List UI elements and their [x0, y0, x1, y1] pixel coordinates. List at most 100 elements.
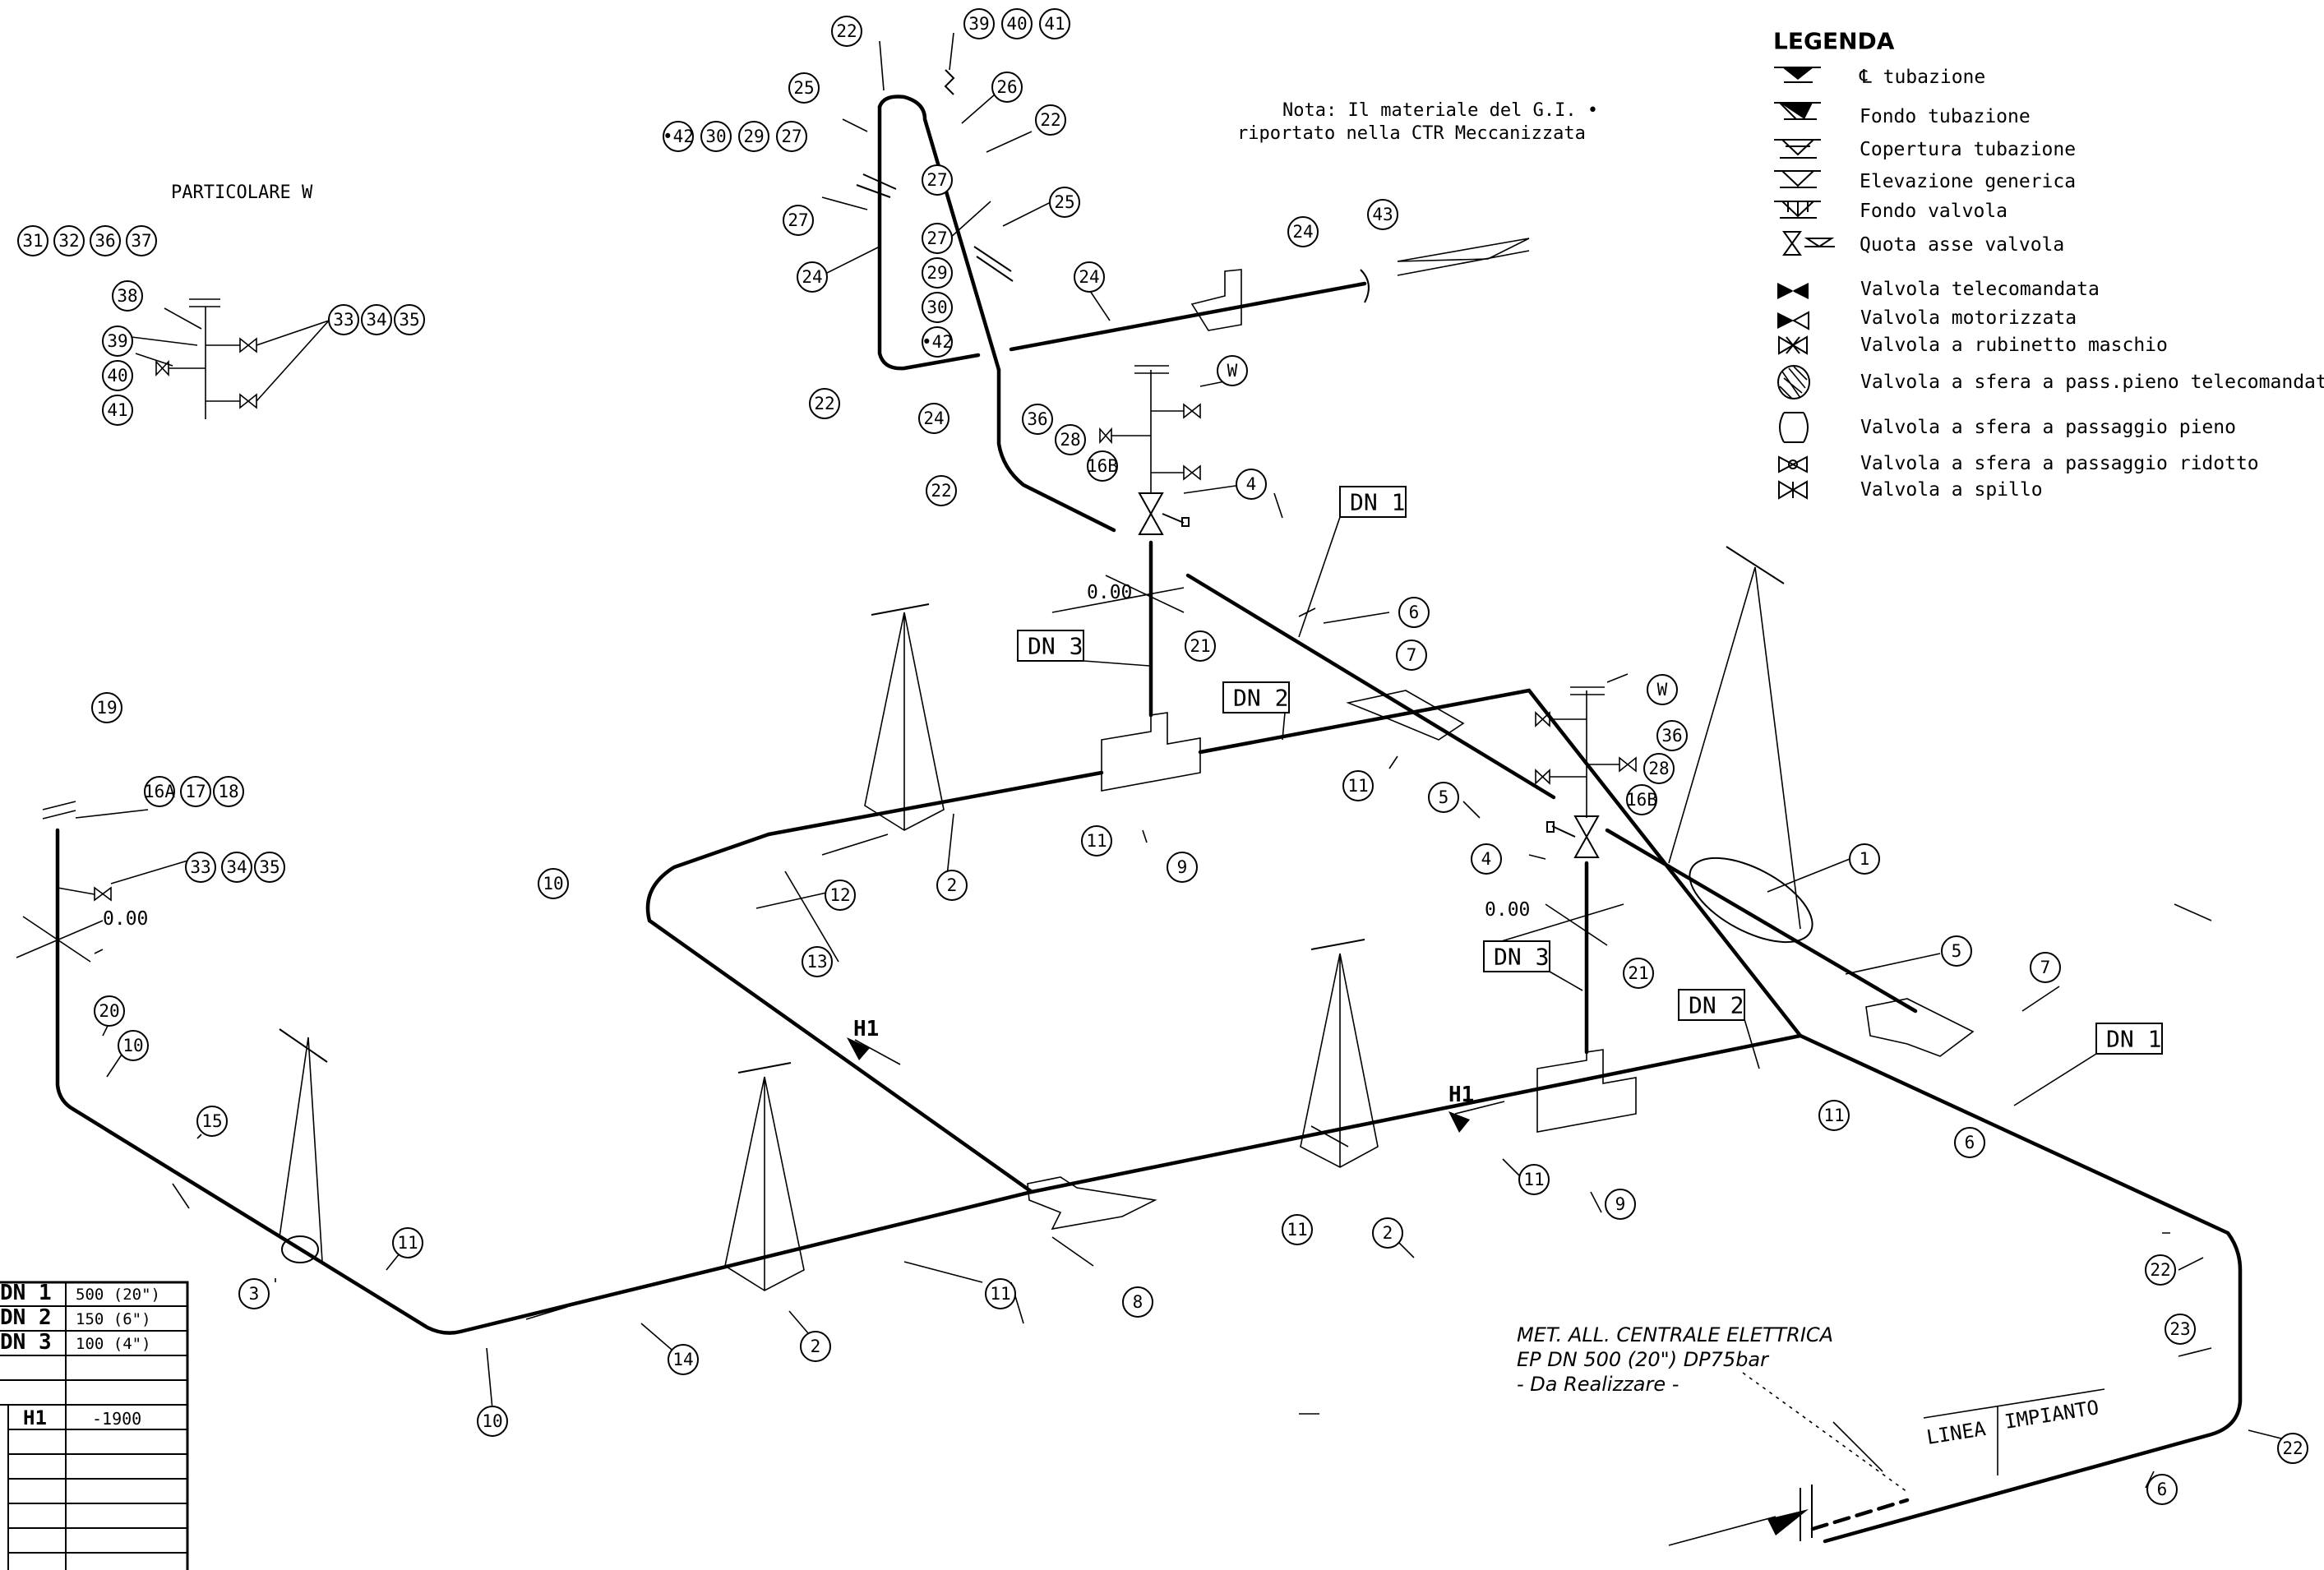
svg-text:Valvola a sfera a pass.pieno t: Valvola a sfera a pass.pieno telecomanda… — [1860, 372, 2324, 393]
svg-text:22: 22 — [2150, 1260, 2170, 1280]
bubble-42-a: •42 — [663, 121, 694, 152]
svg-text:30: 30 — [926, 298, 947, 317]
svg-text:DN 3: DN 3 — [1494, 944, 1549, 971]
svg-text:22: 22 — [836, 21, 857, 41]
svg-text:11: 11 — [990, 1284, 1010, 1304]
svg-text:11: 11 — [1523, 1170, 1544, 1189]
svg-text:34: 34 — [226, 857, 247, 877]
main-pipeline — [55, 95, 2243, 1546]
bubble-30-b: 30 — [922, 292, 953, 323]
bubble-29-a: 29 — [738, 121, 769, 152]
bubble-11-c: 11 — [1818, 1100, 1850, 1131]
svg-text:43: 43 — [1372, 205, 1393, 224]
bubble-1: 1 — [1849, 843, 1880, 875]
bubble-5-a: 5 — [1428, 782, 1459, 813]
svg-text:Valvola motorizzata: Valvola motorizzata — [1860, 307, 2077, 329]
bubble-2-c: 2 — [800, 1331, 831, 1362]
svg-text:DN 3: DN 3 — [1028, 633, 1083, 660]
bubble-35-w: 35 — [394, 304, 425, 335]
svg-text:23: 23 — [2169, 1319, 2190, 1339]
bubble-8: 8 — [1122, 1286, 1153, 1318]
svg-text:2: 2 — [947, 875, 958, 895]
bubble-4-a: 4 — [1236, 469, 1267, 500]
svg-text:19: 19 — [96, 698, 117, 718]
svg-text:34: 34 — [366, 310, 386, 330]
svg-text:29: 29 — [743, 127, 764, 146]
remote-valve-icon-top — [1138, 492, 1190, 535]
bubble-21-a: 21 — [1185, 630, 1216, 662]
bubble-7-a: 7 — [1396, 640, 1427, 671]
bubble-14: 14 — [668, 1344, 699, 1375]
bubble-23: 23 — [2165, 1314, 2196, 1345]
dn3-label-top: DN 3 — [1017, 630, 1084, 662]
svg-text:36: 36 — [95, 231, 115, 251]
valve-axis-elevation-symbol — [1782, 231, 1835, 256]
bubble-33-a: 33 — [185, 852, 216, 883]
bubble-16b-a: 16B — [1087, 450, 1118, 482]
bubble-7-b: 7 — [2030, 952, 2061, 983]
svg-text:10: 10 — [122, 1036, 143, 1055]
bubble-40-w: 40 — [102, 360, 133, 391]
pipe-bottom-symbol — [1774, 102, 1821, 120]
size-row-3-value: 100 (4") — [76, 1335, 151, 1353]
h1-row-label: H1 — [23, 1406, 47, 1429]
bubble-36-c: 36 — [90, 225, 121, 256]
bubble-w-top: W — [1217, 355, 1248, 386]
svg-text:Valvola a sfera a passaggio pi: Valvola a sfera a passaggio pieno — [1860, 417, 2236, 438]
bubble-12: 12 — [825, 880, 856, 911]
bubble-28-a: 28 — [1055, 424, 1086, 455]
svg-text:10: 10 — [543, 874, 563, 894]
size-row-2-value: 150 (6") — [76, 1310, 151, 1328]
svg-text:26: 26 — [996, 77, 1017, 97]
remote-valve-icon-mid — [1546, 815, 1600, 858]
svg-text:22: 22 — [1040, 110, 1060, 130]
svg-text:17: 17 — [185, 782, 206, 801]
bubble-3: 3 — [238, 1278, 270, 1309]
bubble-22-top: 22 — [831, 16, 862, 47]
pipe-cover-symbol — [1774, 139, 1821, 159]
remote-full-bore-ball-valve-icon — [1777, 365, 1810, 399]
bubble-34-w: 34 — [361, 304, 392, 335]
bubble-19: 19 — [91, 692, 122, 723]
svg-text:28: 28 — [1648, 759, 1669, 778]
svg-text:Valvola a spillo: Valvola a spillo — [1860, 479, 2043, 501]
size-table: DN 1 500 (20") DN 2 150 (6") DN 3 100 (4… — [0, 1281, 189, 1570]
h1-marker-left: H1 — [853, 1017, 879, 1041]
svg-text:22: 22 — [931, 481, 951, 501]
svg-text:39: 39 — [968, 14, 989, 34]
bubble-25-b: 25 — [1049, 187, 1080, 218]
svg-text:9: 9 — [1177, 857, 1188, 877]
bubble-32: 32 — [53, 225, 85, 256]
svg-text:W: W — [1657, 680, 1668, 700]
leader-lines — [75, 32, 2282, 1489]
bubble-15: 15 — [196, 1106, 228, 1137]
bubble-36-a: 36 — [1022, 404, 1053, 435]
bubble-2-b: 2 — [1372, 1217, 1403, 1249]
bubble-42-b: •42 — [922, 326, 953, 358]
bubble-11-g: 11 — [392, 1227, 423, 1258]
svg-text:4: 4 — [1246, 474, 1257, 494]
bubble-28-b: 28 — [1643, 753, 1675, 784]
svg-text:DN 2: DN 2 — [1689, 992, 1744, 1019]
valve-assemblies — [16, 69, 1637, 1133]
plug-valve-icon — [1778, 335, 1808, 355]
bubble-6-b: 6 — [1954, 1127, 1985, 1158]
item-bubbles: 22 39 40 41 25 26 22 •42 30 29 27 27 25 … — [17, 8, 2308, 1505]
linea-impianto-boundary — [1923, 1388, 2105, 1475]
svg-text:27: 27 — [926, 170, 947, 190]
svg-text:8: 8 — [1133, 1292, 1144, 1312]
needle-valve-icon — [1778, 480, 1808, 500]
dn2-label-top: DN 2 — [1222, 681, 1290, 713]
h1-row-value: -1900 — [92, 1409, 141, 1429]
svg-text:6: 6 — [1965, 1133, 1975, 1152]
flow-arrow-icon — [1397, 238, 1530, 262]
elevation-top: 0.00 — [1087, 582, 1132, 603]
bubble-16b-b: 16B — [1626, 784, 1657, 815]
svg-text:35: 35 — [399, 310, 419, 330]
bubble-37: 37 — [126, 225, 157, 256]
svg-text:22: 22 — [814, 394, 834, 413]
bubble-22-e: 22 — [2145, 1254, 2176, 1286]
svg-text:24: 24 — [1079, 267, 1099, 287]
bubble-6-a: 6 — [1398, 597, 1430, 628]
